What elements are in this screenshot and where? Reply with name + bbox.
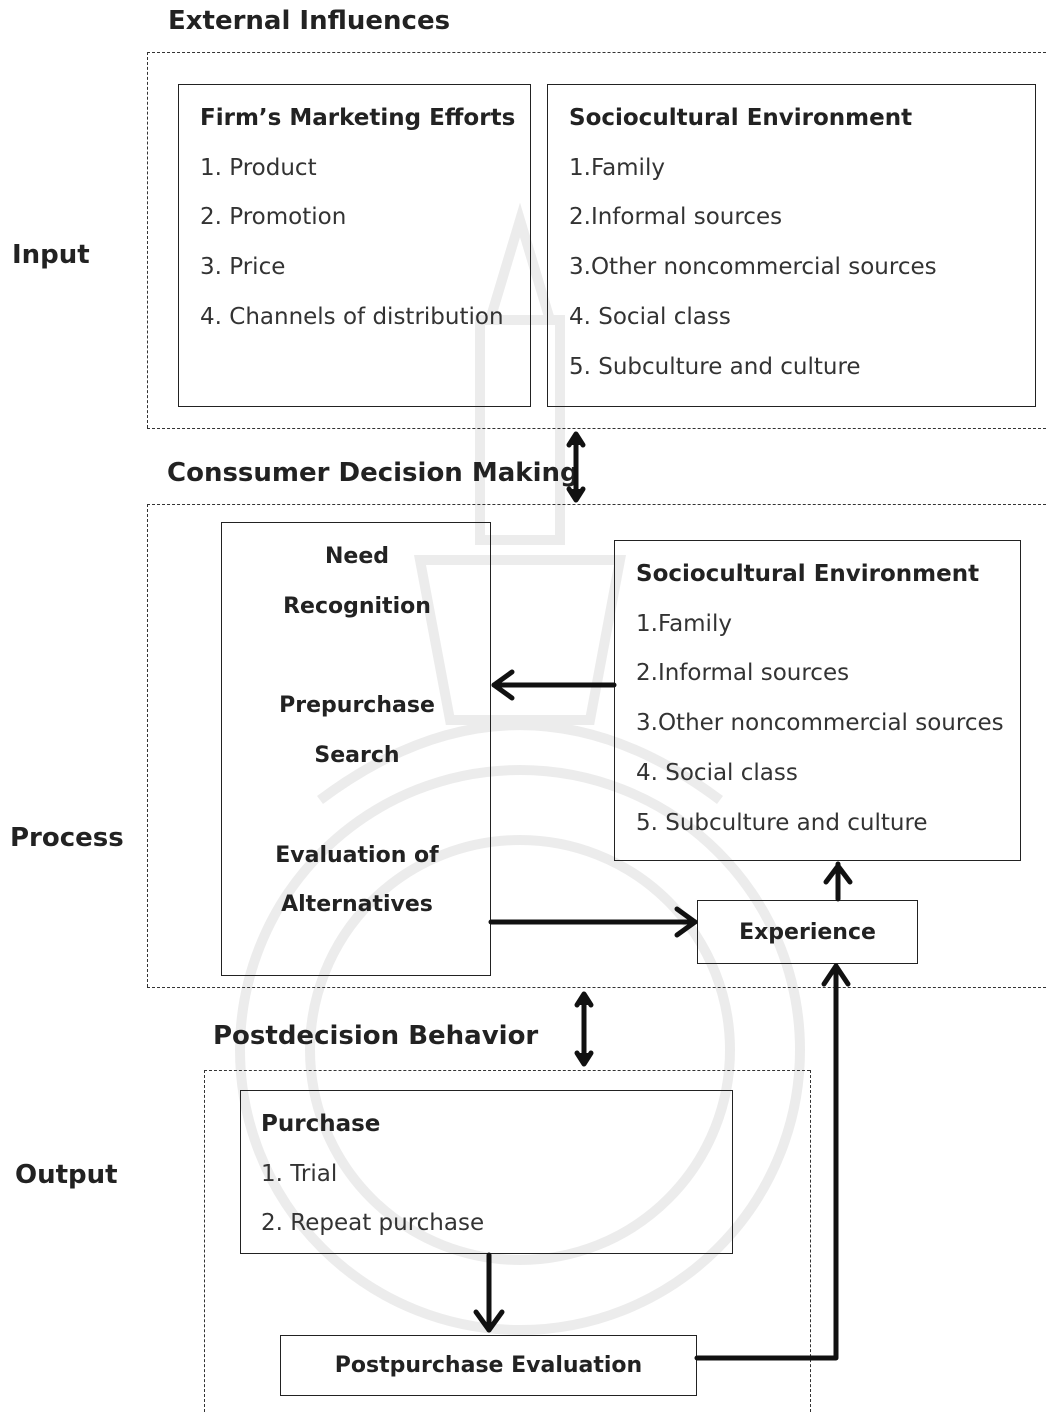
purchase-box: Purchase 1. Trial 2. Repeat purchase bbox=[240, 1090, 733, 1254]
sociocultural-mid-box: Sociocultural Environment 1.Family 2.Inf… bbox=[614, 540, 1021, 861]
sociocultural-top-box: Sociocultural Environment 1.Family 2.Inf… bbox=[547, 84, 1036, 407]
evaluation-alternatives-line1: Evaluation of bbox=[275, 843, 439, 868]
arrow-postpurchase-to-experience bbox=[694, 963, 839, 1361]
input-label: Input bbox=[12, 240, 90, 270]
consumer-decision-making-title: Conssumer Decision Making bbox=[167, 458, 579, 488]
purchase-item: 2. Repeat purchase bbox=[261, 1210, 485, 1236]
input-region-bottom-border bbox=[147, 428, 1046, 429]
sociocultural-mid-item: 4. Social class bbox=[636, 760, 798, 786]
postpurchase-evaluation-box: Postpurchase Evaluation bbox=[280, 1335, 697, 1396]
sociocultural-top-item: 5. Subculture and culture bbox=[569, 354, 861, 380]
experience-label: Experience bbox=[739, 919, 876, 945]
input-region-left-border bbox=[147, 52, 148, 428]
process-region-left-border bbox=[147, 504, 148, 987]
purchase-item: 1. Trial bbox=[261, 1161, 338, 1187]
sociocultural-mid-item: 5. Subculture and culture bbox=[636, 810, 928, 836]
process-region-bottom-border bbox=[147, 987, 1046, 988]
evaluation-alternatives-line2: Alternatives bbox=[281, 892, 433, 917]
sociocultural-top-title: Sociocultural Environment bbox=[569, 105, 913, 131]
process-region-top-border bbox=[147, 504, 1046, 505]
marketing-item: 3. Price bbox=[200, 254, 286, 280]
output-label: Output bbox=[15, 1160, 118, 1190]
sociocultural-top-item: 1.Family bbox=[569, 155, 665, 181]
marketing-item: 2. Promotion bbox=[200, 204, 347, 230]
watermark-emblem-icon bbox=[235, 202, 805, 1335]
input-region-top-border bbox=[147, 52, 1046, 53]
sociocultural-mid-title: Sociocultural Environment bbox=[636, 561, 980, 587]
output-region-right-border bbox=[810, 1070, 811, 1412]
sociocultural-mid-item: 3.Other noncommercial sources bbox=[636, 710, 1004, 736]
experience-box: Experience bbox=[697, 900, 918, 964]
need-recognition-line1: Need bbox=[324, 544, 389, 569]
output-region-top-border bbox=[204, 1070, 810, 1071]
sociocultural-mid-item: 1.Family bbox=[636, 611, 732, 637]
sociocultural-top-item: 4. Social class bbox=[569, 304, 731, 330]
postpurchase-evaluation-label: Postpurchase Evaluation bbox=[334, 1353, 643, 1378]
purchase-title: Purchase bbox=[261, 1111, 381, 1137]
sociocultural-top-item: 2.Informal sources bbox=[569, 204, 783, 230]
marketing-item: 1. Product bbox=[200, 155, 317, 181]
marketing-efforts-box: Firm’s Marketing Efforts 1. Product 2. P… bbox=[178, 84, 531, 407]
sociocultural-top-item: 3.Other noncommercial sources bbox=[569, 254, 937, 280]
decision-steps-box: Need Recognition Prepurchase Search Eval… bbox=[221, 522, 491, 976]
postdecision-behavior-title: Postdecision Behavior bbox=[213, 1021, 539, 1051]
need-recognition-line2: Recognition bbox=[283, 594, 431, 619]
marketing-efforts-title: Firm’s Marketing Efforts bbox=[200, 105, 516, 131]
output-region-left-border bbox=[204, 1070, 205, 1412]
prepurchase-search-line2: Search bbox=[314, 743, 400, 768]
marketing-item: 4. Channels of distribution bbox=[200, 304, 504, 330]
prepurchase-search-line1: Prepurchase bbox=[279, 693, 435, 718]
sociocultural-mid-item: 2.Informal sources bbox=[636, 660, 850, 686]
external-influences-title: External Influences bbox=[168, 6, 451, 36]
process-label: Process bbox=[10, 823, 124, 853]
